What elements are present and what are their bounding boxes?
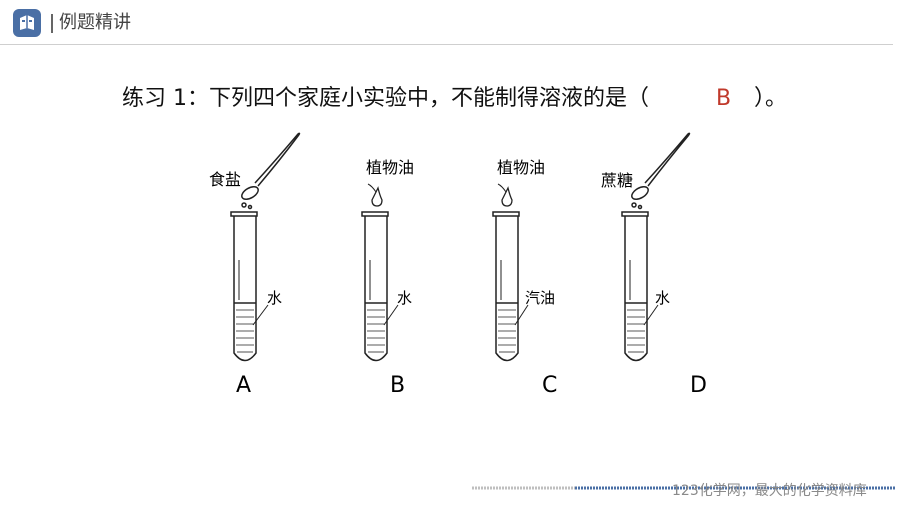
liquid-label: 水 — [655, 289, 670, 307]
header-separator — [51, 14, 53, 33]
added-substance-label: 植物油 — [497, 158, 545, 177]
oil-drop-icon — [367, 183, 383, 207]
option-letter: C — [542, 373, 557, 398]
test-tube — [492, 211, 529, 362]
experiment-b: 植物油 水 B — [361, 158, 414, 398]
liquid-label: 水 — [267, 289, 282, 307]
option-letter: D — [690, 373, 707, 398]
spoon-icon — [241, 132, 301, 200]
test-tube — [361, 211, 399, 362]
page-header: 例题精讲 — [0, 0, 900, 46]
header-divider — [0, 44, 893, 45]
question-text: 练习 1：下列四个家庭小实验中，不能制得溶液的是（ — [122, 86, 649, 111]
added-substance-label: 蔗糖 — [601, 171, 633, 190]
watermark-text: 123化学网，最大的化学资料库 — [672, 483, 867, 499]
added-substance-label: 食盐 — [209, 170, 241, 189]
test-tube — [230, 211, 269, 362]
spoon-icon — [631, 132, 691, 200]
option-letter: B — [390, 373, 405, 398]
experiment-c: 植物油 汽油 C — [492, 158, 557, 398]
question-closing: ）。 — [754, 86, 788, 111]
book-logo-icon — [13, 9, 41, 37]
answer-text: B — [716, 86, 732, 111]
liquid-label: 汽油 — [525, 289, 555, 307]
experiment-a: 食盐 水 A — [209, 132, 301, 398]
section-title: 例题精讲 — [59, 12, 131, 33]
oil-drop-icon — [497, 183, 513, 207]
liquid-label: 水 — [397, 289, 412, 307]
test-tube — [621, 211, 659, 362]
experiment-d: 蔗糖 水 D — [601, 132, 707, 398]
option-letter: A — [236, 373, 251, 398]
added-substance-label: 植物油 — [366, 158, 414, 177]
